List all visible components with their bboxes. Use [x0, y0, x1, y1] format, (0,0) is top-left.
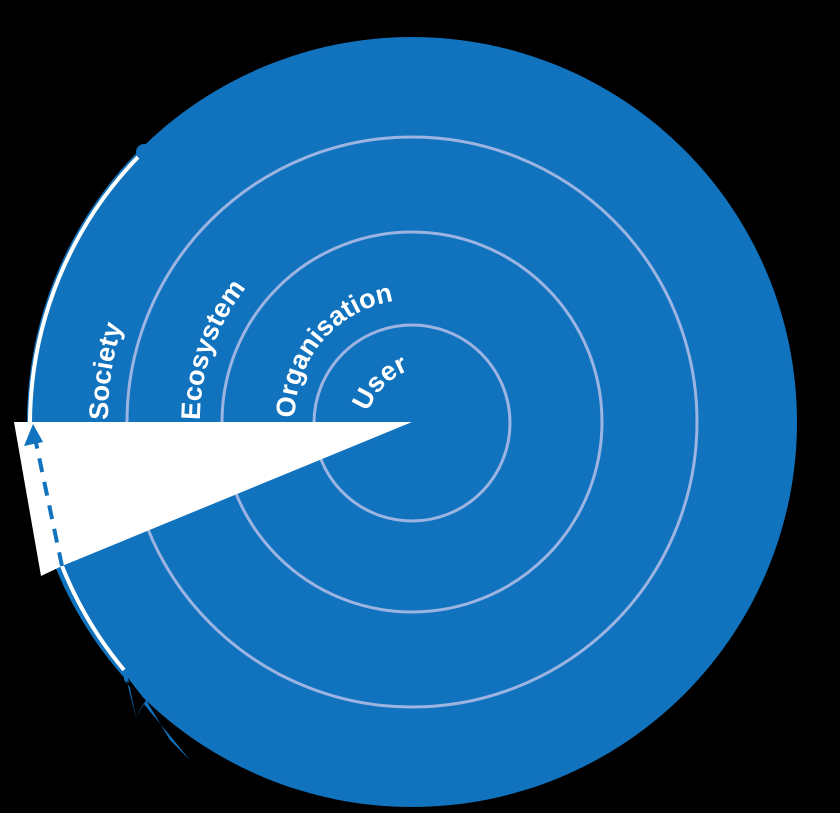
dashed-arrow-line — [33, 437, 64, 567]
progress-arc-lower — [60, 565, 126, 672]
progress-arc-upper — [28, 153, 142, 423]
white-wedge — [14, 422, 412, 576]
arc-start-dot — [136, 144, 152, 160]
arrowhead-cut — [128, 678, 145, 718]
dashed-arrow-head-icon — [24, 424, 43, 446]
